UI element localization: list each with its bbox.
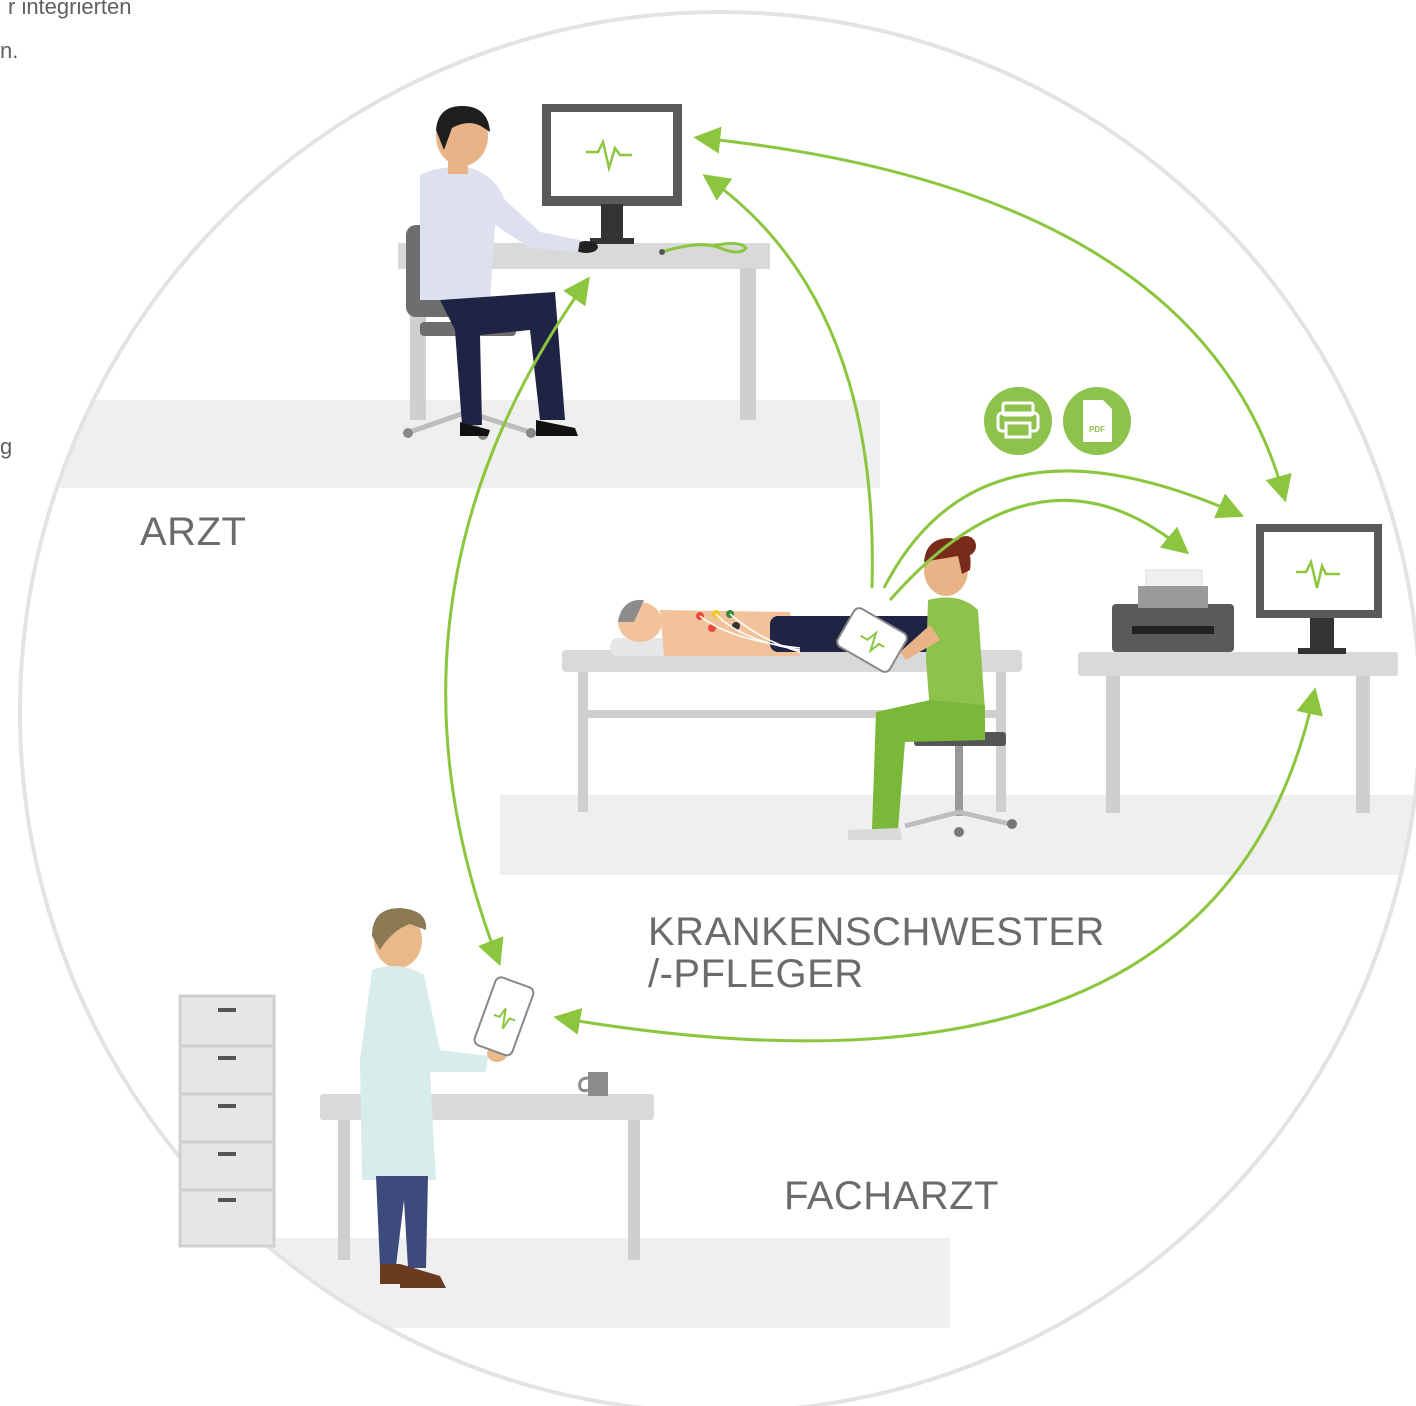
intro-text-line-1: r integrierten	[8, 0, 132, 19]
arrow-nurse-to-printer	[888, 498, 1190, 601]
ecg-wave-icon	[860, 630, 885, 654]
role-label-arzt: ARZT	[140, 510, 247, 554]
nurse-tablet	[836, 607, 908, 673]
right-monitor	[1256, 524, 1382, 654]
role-label-nurse-line-2: /-PFLEGER	[648, 952, 864, 996]
printer-icon[interactable]	[984, 387, 1052, 455]
arrow-arzt-to-facharzt	[444, 276, 590, 967]
arzt-scene	[398, 104, 770, 440]
facharzt-tablet	[473, 976, 535, 1057]
role-label-facharzt: FACHARZT	[784, 1174, 1000, 1218]
mug-icon	[578, 1072, 608, 1096]
arzt-desk-leg	[740, 268, 756, 420]
facharzt-scene	[178, 908, 654, 1288]
facharzt-figure	[360, 908, 507, 1288]
arrow-arzt-to-right-monitor	[693, 126, 1292, 503]
ecg-wave-icon	[586, 138, 632, 173]
ecg-wave-icon	[493, 1007, 516, 1030]
filing-cabinet	[178, 994, 276, 1248]
arzt-monitor	[542, 104, 682, 244]
workflow-circle	[18, 10, 1416, 1406]
arrow-nurse-to-right-monitor	[882, 469, 1245, 589]
pdf-icon[interactable]: PDF	[1063, 387, 1131, 455]
floor-band-facharzt	[150, 1238, 950, 1328]
pdf-badge: PDF	[1089, 425, 1105, 434]
ecg-wave-icon	[1296, 558, 1340, 589]
arrow-nurse-to-arzt	[702, 174, 874, 589]
arrow-right-monitor-to-facharzt	[553, 687, 1323, 1043]
intro-text-line-2: n.	[0, 38, 19, 63]
printer-device	[1112, 569, 1234, 652]
workflow-arrows	[444, 126, 1323, 1043]
mouse-icon	[574, 241, 598, 253]
nurse-figure	[848, 536, 985, 840]
right-desk-top	[1078, 652, 1398, 676]
intro-text-line-3: g	[0, 434, 13, 459]
role-label-nurse-line-1: KRANKENSCHWESTER	[648, 910, 1105, 954]
